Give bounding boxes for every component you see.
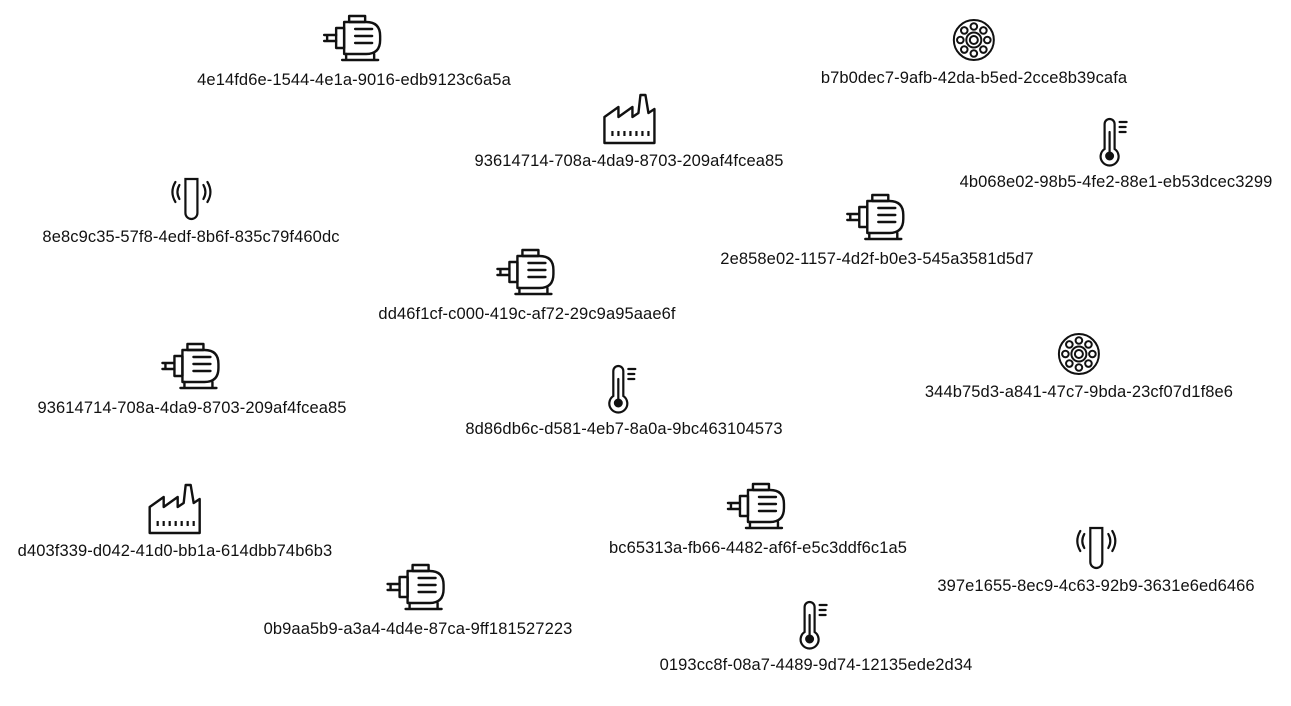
asset-node[interactable]: b7b0dec7-9afb-42da-b5ed-2cce8b39cafa xyxy=(821,18,1127,88)
asset-id-label: 4e14fd6e-1544-4e1a-9016-edb9123c6a5a xyxy=(197,71,511,89)
asset-node[interactable]: 2e858e02-1157-4d2f-b0e3-545a3581d5d7 xyxy=(720,191,1034,269)
asset-node[interactable]: d403f339-d042-41d0-bb1a-614dbb74b6b3 xyxy=(18,483,333,561)
asset-id-label: 344b75d3-a841-47c7-9bda-23cf07d1f8e6 xyxy=(924,383,1234,401)
thermometer-icon xyxy=(799,600,833,650)
asset-node[interactable]: 4e14fd6e-1544-4e1a-9016-edb9123c6a5a xyxy=(197,12,511,90)
asset-id-label: 8d86db6c-d581-4eb7-8a0a-9bc463104573 xyxy=(465,420,783,438)
asset-id-label: b7b0dec7-9afb-42da-b5ed-2cce8b39cafa xyxy=(820,69,1128,87)
asset-node[interactable]: 8d86db6c-d581-4eb7-8a0a-9bc463104573 xyxy=(465,364,783,439)
sensor-icon xyxy=(169,177,213,221)
asset-node[interactable]: dd46f1cf-c000-419c-af72-29c9a95aae6f xyxy=(378,246,675,324)
asset-node[interactable]: 93614714-708a-4da9-8703-209af4fcea85 xyxy=(474,93,783,171)
motor-icon xyxy=(160,340,224,392)
asset-id-label: 2e858e02-1157-4d2f-b0e3-545a3581d5d7 xyxy=(720,250,1034,268)
asset-node[interactable]: 397e1655-8ec9-4c63-92b9-3631e6ed6466 xyxy=(937,526,1255,596)
asset-node[interactable]: bc65313a-fb66-4482-af6f-e5c3ddf6c1a5 xyxy=(609,480,907,558)
asset-id-label: 0193cc8f-08a7-4489-9d74-12135ede2d34 xyxy=(659,656,973,674)
asset-id-label: 93614714-708a-4da9-8703-209af4fcea85 xyxy=(37,399,347,417)
bearing-icon xyxy=(952,18,996,62)
asset-id-label: d403f339-d042-41d0-bb1a-614dbb74b6b3 xyxy=(17,542,333,560)
asset-id-label: bc65313a-fb66-4482-af6f-e5c3ddf6c1a5 xyxy=(608,539,908,557)
asset-node[interactable]: 8e8c9c35-57f8-4edf-8b6f-835c79f460dc xyxy=(42,177,339,247)
asset-id-label: 93614714-708a-4da9-8703-209af4fcea85 xyxy=(474,152,784,170)
motor-icon xyxy=(726,480,790,532)
motor-icon xyxy=(495,246,559,298)
asset-id-label: dd46f1cf-c000-419c-af72-29c9a95aae6f xyxy=(378,305,676,323)
thermometer-icon xyxy=(607,364,641,414)
motor-icon xyxy=(386,561,450,613)
asset-id-label: 8e8c9c35-57f8-4edf-8b6f-835c79f460dc xyxy=(42,228,340,246)
asset-id-label: 0b9aa5b9-a3a4-4d4e-87ca-9ff181527223 xyxy=(263,620,573,638)
asset-node[interactable]: 0193cc8f-08a7-4489-9d74-12135ede2d34 xyxy=(659,600,973,675)
motor-icon xyxy=(322,12,386,64)
asset-node[interactable]: 0b9aa5b9-a3a4-4d4e-87ca-9ff181527223 xyxy=(264,561,573,639)
asset-node[interactable]: 4b068e02-98b5-4fe2-88e1-eb53dcec3299 xyxy=(959,117,1273,192)
factory-icon xyxy=(602,93,656,145)
motor-icon xyxy=(845,191,909,243)
asset-id-label: 397e1655-8ec9-4c63-92b9-3631e6ed6466 xyxy=(937,577,1255,595)
asset-node[interactable]: 93614714-708a-4da9-8703-209af4fcea85 xyxy=(37,340,346,418)
bearing-icon xyxy=(1057,332,1101,376)
sensor-icon xyxy=(1074,526,1118,570)
asset-id-label: 4b068e02-98b5-4fe2-88e1-eb53dcec3299 xyxy=(959,173,1273,191)
asset-node[interactable]: 344b75d3-a841-47c7-9bda-23cf07d1f8e6 xyxy=(925,332,1233,402)
factory-icon xyxy=(148,483,202,535)
thermometer-icon xyxy=(1099,117,1133,167)
